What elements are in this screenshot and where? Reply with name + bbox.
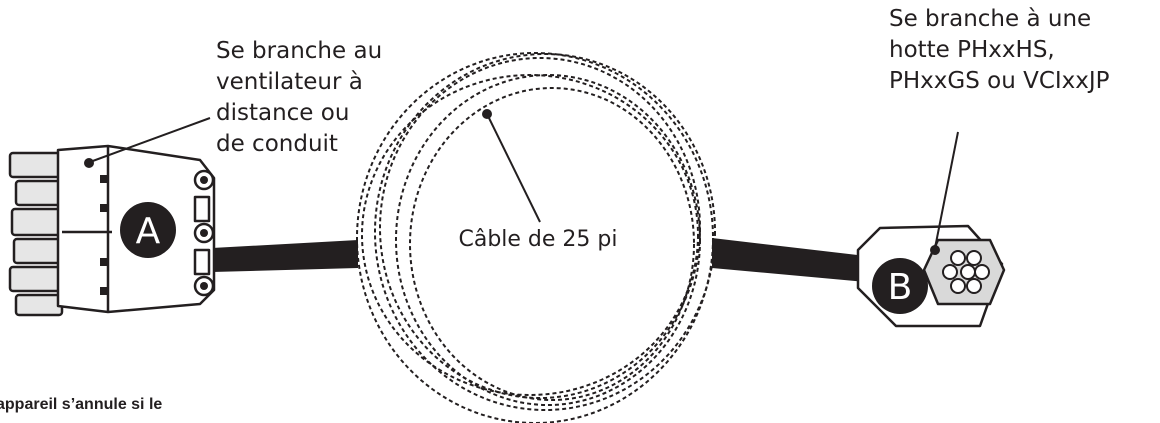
callout-connector-a: Se branche au ventilateur à distance ou … bbox=[216, 36, 382, 160]
callout-a-line-4: de conduit bbox=[216, 131, 338, 157]
leader-line-b bbox=[934, 131, 959, 249]
coiled-cable bbox=[356, 52, 716, 423]
leader-line-a bbox=[89, 117, 211, 163]
cable-loop-6 bbox=[409, 87, 695, 401]
leader-lines bbox=[84, 109, 959, 255]
callout-a-line-3: distance ou bbox=[216, 100, 350, 126]
cable-loop-2 bbox=[374, 53, 716, 411]
cable-loop-5 bbox=[361, 74, 699, 396]
connector-a-pins bbox=[8, 151, 64, 317]
badge-b-text: B bbox=[888, 267, 913, 308]
callout-connector-b: Se branche à une hotte PHxxHS, PHxxGS ou… bbox=[889, 4, 1110, 97]
cable-segment-left bbox=[212, 240, 358, 272]
connector-b-pins bbox=[942, 250, 990, 294]
badge-b-circle bbox=[872, 258, 928, 314]
leader-line-cable bbox=[487, 115, 541, 223]
callout-b-line-1: Se branche à une bbox=[889, 6, 1092, 32]
callout-a-line-2: ventilateur à bbox=[216, 69, 363, 95]
cable-loop-4 bbox=[395, 74, 701, 406]
cable-loop-1 bbox=[356, 52, 714, 423]
footnote-text: appareil s’annule si le bbox=[0, 396, 163, 413]
connector-a bbox=[8, 144, 216, 317]
callout-b-line-3: PHxxGS ou VCIxxJP bbox=[889, 68, 1110, 94]
cable-segment-right bbox=[712, 238, 866, 282]
badge-a-circle bbox=[120, 202, 176, 258]
cable-label: Câble de 25 pi bbox=[458, 227, 617, 252]
callout-a-line-1: Se branche au bbox=[216, 38, 383, 64]
callout-b-line-2: hotte PHxxHS, bbox=[889, 37, 1055, 63]
badge-a-text: A bbox=[136, 211, 161, 252]
